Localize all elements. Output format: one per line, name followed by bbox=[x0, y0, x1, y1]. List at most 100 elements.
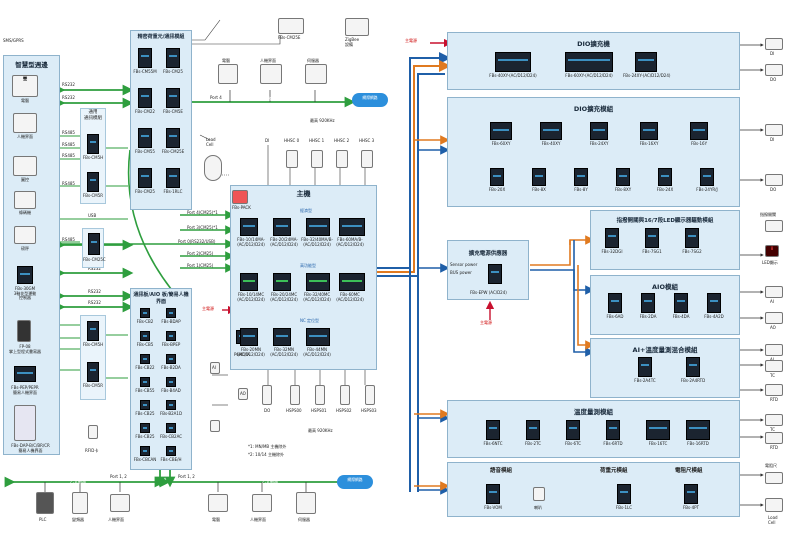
comm-board-7-unit bbox=[166, 377, 176, 387]
general-comm-module-panel: 通用 通訊模組 FBs-CM5H FBs-CM5R bbox=[80, 108, 106, 204]
hsps-label-3: HSPS03 bbox=[361, 408, 377, 413]
ps-sensor-label: Sensor power bbox=[450, 262, 478, 267]
port4-label: Port 4 bbox=[210, 95, 222, 100]
dio-module-title: DIO擴充模組 bbox=[573, 105, 614, 113]
hsps-label-0: HSPS00 bbox=[286, 408, 302, 413]
comm-module-6-label: FBs-CM25 bbox=[135, 189, 155, 194]
main-unit-title: 主機 bbox=[296, 190, 311, 198]
temp-mod-5-label: FBs-16RTD bbox=[687, 441, 709, 446]
servo-icon-2 bbox=[340, 385, 350, 405]
ai-temp-mod-0-unit bbox=[638, 357, 652, 377]
out-label-10: RTD bbox=[770, 445, 779, 450]
pc-icon: 🖥 bbox=[12, 75, 38, 97]
zigbee-label: ZigBee 設備 bbox=[345, 37, 360, 47]
fbs-pack-label: FBs-PACK bbox=[232, 205, 251, 210]
servo-icon-3 bbox=[365, 385, 375, 405]
ps-bus-label: BUS power bbox=[450, 270, 472, 275]
out-label-1: DO bbox=[770, 77, 777, 82]
comm-module-2-label: FBs-CM22 bbox=[135, 109, 155, 114]
cm5r-label-2: FBs-CM5R bbox=[82, 383, 104, 388]
comm-module-6-unit bbox=[138, 168, 152, 188]
general-comm-title: 通用 bbox=[88, 110, 98, 115]
programmer-icon bbox=[17, 320, 31, 342]
out-label-6: AI bbox=[770, 357, 774, 362]
rs485-label-1: RS485 bbox=[62, 130, 75, 135]
dio-mod-1-label: FBs-40XY bbox=[541, 141, 561, 146]
comm-board-10-unit bbox=[140, 423, 150, 433]
out-label-5: AO bbox=[770, 325, 776, 330]
comm-board-4-unit bbox=[140, 354, 150, 364]
loadcell-module-title: 荷重元模組 bbox=[600, 468, 628, 474]
out-icon-4 bbox=[765, 286, 783, 298]
dio-mod-2-label: FBs-24XY bbox=[589, 141, 609, 146]
temp-mod-2-label: FBs-6TC bbox=[564, 441, 582, 446]
comm-module-2-unit bbox=[138, 88, 152, 108]
general-comm-subtitle: 通訊模組 bbox=[84, 116, 102, 121]
rs485-module-panel: FBs-CM5H FBs-CM5R bbox=[80, 315, 106, 400]
aio-mod-0-label: FBs-6AD bbox=[606, 314, 624, 319]
dio-expansion-title: DIO擴充機 bbox=[577, 40, 610, 48]
comm-board-4-label: FBs-CB22 bbox=[135, 365, 155, 370]
bottom-pc-icon bbox=[208, 494, 228, 512]
out-label-3: DO bbox=[770, 187, 777, 192]
nc_units-unit-2 bbox=[306, 328, 330, 346]
left-device-hmi: 人機界面 bbox=[17, 134, 33, 139]
comm-module-7-unit bbox=[166, 168, 180, 188]
wifi-module-label: FBs-CM25E bbox=[278, 35, 301, 40]
hhsc-label-2: HHSC 2 bbox=[334, 138, 350, 143]
left-device-dap: FBs-DAP-B/C/BR/CR 簡易人機界面 bbox=[11, 443, 50, 453]
out-icon-2 bbox=[765, 124, 783, 136]
cm25c-unit bbox=[88, 233, 100, 255]
comm-module-3-label: FBs-CM5E bbox=[163, 109, 183, 114]
speaker-label: 喇叭 bbox=[534, 505, 542, 510]
cm5r-label: FBs-CM5R bbox=[82, 193, 104, 198]
comm-board-3-unit bbox=[166, 331, 176, 341]
economy_units-label-1: FBs-20/24MA- (AC/D12/D24) bbox=[270, 237, 298, 247]
comm-board-8-label: FBs-CB25 bbox=[135, 411, 155, 416]
comm-board-6-unit bbox=[140, 377, 150, 387]
comm-board-12-label: FBs-CBCAN bbox=[133, 457, 157, 462]
led-mod-2-unit bbox=[685, 228, 699, 248]
advanced_units-unit-2 bbox=[306, 273, 330, 291]
comm-board-1-label: FBs-BDAP bbox=[161, 319, 181, 324]
top-pc-label: 電腦 bbox=[222, 58, 230, 63]
dio-mod-7-label: FBs-8Y bbox=[574, 187, 588, 192]
led-mod-1-label: FBs-7SG1 bbox=[642, 249, 662, 254]
top-ethernet-label: 乙太網路 bbox=[255, 96, 271, 101]
aio-mod-1-unit bbox=[641, 293, 655, 313]
bottom-inverter-label: 變頻器 bbox=[72, 517, 84, 522]
out-icon-7 bbox=[765, 360, 783, 372]
loadcell-icon bbox=[204, 155, 222, 181]
rs485-label-5: RS485 bbox=[62, 237, 75, 242]
comm-board-10-label: FBs-CB25 bbox=[135, 434, 155, 439]
economy_units-unit-0 bbox=[240, 218, 258, 236]
port0-main-label: Port 0(RS232/USB) bbox=[178, 239, 216, 244]
out-icon-6 bbox=[765, 344, 783, 356]
hsps-label-1: HSPS01 bbox=[311, 408, 327, 413]
advanced_units-label-1: FBs-20/24MC (AC/D12/D24) bbox=[270, 292, 298, 302]
comm-module-title: 精密荷重元/通訊模組 bbox=[137, 34, 185, 40]
comm-module-5-label: FBs-CM25E bbox=[161, 149, 185, 154]
out-icon-5 bbox=[765, 312, 783, 324]
advanced_units-label-2: FBs-32/40MC (AC/D12/D24) bbox=[303, 292, 331, 302]
comm-board-11-unit bbox=[166, 423, 176, 433]
out-label-4: AI bbox=[770, 299, 774, 304]
top-server-label: 伺服器 bbox=[307, 58, 319, 63]
ai-temp-mod-1-unit bbox=[686, 357, 700, 377]
main-do-label: DO bbox=[264, 408, 271, 413]
port4-main-label: Port 4(CM25)*1 bbox=[187, 210, 218, 215]
speaker-icon bbox=[533, 487, 545, 501]
comm-module-4-label: FBs-CM55 bbox=[135, 149, 155, 154]
barcode-icon bbox=[14, 191, 36, 209]
ai-icon bbox=[210, 362, 220, 374]
economy_units-label-2: FBs-32/40MA/B- (AC/D12/D24) bbox=[301, 237, 333, 247]
dio-mod-4-unit bbox=[690, 122, 708, 140]
comm-board-6-label: FBs-CB55 bbox=[135, 388, 155, 393]
led-mod-0-unit bbox=[605, 228, 619, 248]
dio-module-box: DIO擴充模組 bbox=[447, 97, 740, 207]
led-mod-0-label: FBs-32DGI bbox=[601, 249, 623, 254]
comm-board-2-label: FBs-CB5 bbox=[136, 342, 154, 347]
comm-board-9-unit bbox=[166, 400, 176, 410]
aio-mod-3-unit bbox=[707, 293, 721, 313]
comm-board-11-label: FBs-CB2AC bbox=[159, 434, 183, 439]
